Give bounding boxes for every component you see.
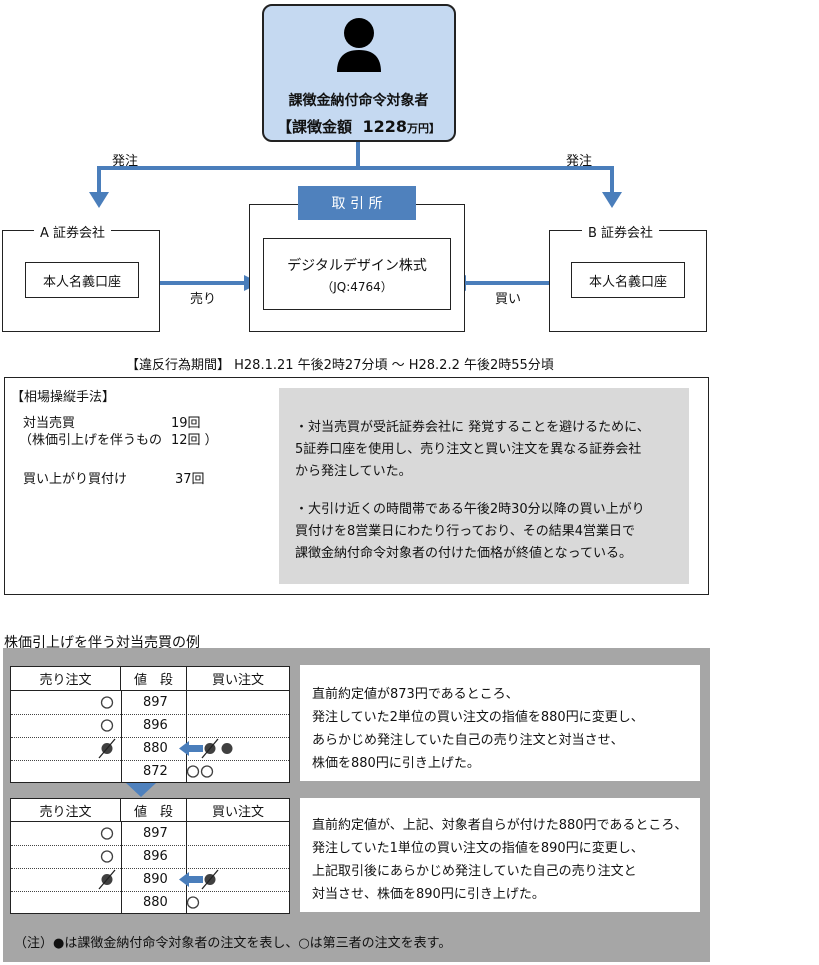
note-line: 課徴金納付命令対象者の付けた価格が終値となっている。	[295, 546, 632, 561]
method-label: 対当売買	[23, 416, 76, 431]
executed-slash-icon	[201, 869, 219, 890]
buy-label: 買い	[495, 292, 522, 307]
table-row	[11, 822, 289, 846]
price-cell: 890	[143, 872, 168, 887]
desc-line: 直前約定値が、上記、対象者自らが付けた880円であるところ、	[312, 818, 688, 833]
price-column	[121, 691, 187, 783]
broker-a-account: 本人名義口座	[25, 262, 139, 298]
note-line: ・大引け近くの時間帯である午後2時30分以降の買い上がり	[295, 502, 645, 517]
method-count: 19回	[171, 416, 201, 431]
executed-slash-icon	[98, 869, 116, 890]
third-party-order-icon	[100, 827, 114, 840]
desc-line: あらかじめ発注していた自己の売り注文と対当させ、	[312, 733, 624, 748]
third-party-order-icon	[200, 765, 214, 778]
board-2-description: 直前約定値が、上記、対象者自らが付けた880円であるところ、 発注していた1単位…	[300, 798, 700, 912]
note-line: 買付けを8営業日にわたり行っており、その結果4営業日で	[295, 524, 635, 539]
subject-amount: 【課徴金額 1228万円】	[277, 117, 440, 136]
table-row	[11, 868, 289, 892]
desc-line: 発注していた1単位の買い注文の指値を890円に変更し、	[312, 841, 644, 856]
order-marks	[98, 696, 233, 778]
price-cell: 872	[143, 764, 168, 779]
desc-line: 対当させ、株価を890円に引き上げた。	[312, 887, 545, 902]
method-label: （株価引上げを伴うもの	[19, 433, 163, 448]
order-marks	[98, 827, 219, 909]
third-party-order-icon	[186, 896, 200, 909]
broker-a-title: A 証券会社	[34, 222, 112, 241]
price-header: 値 段	[121, 799, 187, 822]
order-arrow-right-head	[602, 192, 622, 208]
price-column	[121, 822, 187, 913]
price-cell: 897	[143, 695, 168, 710]
third-party-order-icon	[186, 765, 200, 778]
price-header: 値 段	[121, 667, 187, 691]
order-board-2: 売り注文 値 段 買い注文 897 896 890 880	[10, 798, 290, 914]
subject-title: 課徴金納付命令対象者	[288, 93, 429, 109]
table-row	[11, 737, 289, 761]
executed-slash-icon	[201, 738, 219, 759]
broker-b-title: B 証券会社	[582, 222, 660, 241]
third-party-order-icon	[100, 696, 114, 709]
desc-line: 株価を880円に引き上げた。	[312, 756, 480, 771]
desc-line: 発注していた2単位の買い注文の指値を880円に変更し、	[312, 710, 644, 725]
down-triangle-icon	[126, 783, 156, 797]
price-cell: 896	[143, 849, 168, 864]
order-label-left: 発注	[112, 154, 139, 169]
table-row	[11, 714, 289, 738]
buy-header: 買い注文	[187, 799, 289, 822]
person-silhouette-icon	[337, 18, 381, 72]
method-count: 37回	[175, 472, 205, 487]
price-cell: 897	[143, 826, 168, 841]
subject-box: 課徴金納付命令対象者 【課徴金額 1228万円】	[262, 4, 456, 142]
note-line: 5証券口座を使用し、売り注文と買い注文を異なる証券会社	[295, 442, 642, 457]
methods-notes-panel: ・対当売買が受託証券会社に 発覚することを避けるために、 5証券口座を使用し、売…	[279, 388, 689, 584]
sell-header: 売り注文	[11, 667, 121, 691]
third-party-order-icon	[100, 719, 114, 732]
order-board-1: 売り注文 値 段 買い注文 897 896 880 872	[10, 666, 290, 783]
violation-period: 【違反行為期間】 H28.1.21 午後2時27分頃 ～ H28.2.2 午後2…	[126, 358, 554, 373]
sell-header: 売り注文	[11, 799, 121, 822]
price-change-arrow-icon	[179, 872, 203, 887]
methods-box: 【相場操縦手法】 対当売買 19回 （株価引上げを伴うもの 12回 ） 買い上が…	[4, 377, 709, 595]
order-branch-line	[97, 166, 614, 196]
order-arrow-left-head	[89, 192, 109, 208]
table-row	[11, 691, 289, 715]
company-code: （JQ:4764）	[321, 280, 393, 294]
method-label: 買い上がり買付け	[23, 472, 128, 487]
sell-label: 売り	[190, 292, 217, 307]
desc-line: 直前約定値が873円であるところ、	[312, 687, 519, 702]
order-label-right: 発注	[566, 154, 593, 169]
exchange-label: 取 引 所	[298, 186, 416, 220]
example-title: 株価引上げを伴う対当売買の例	[4, 635, 200, 651]
company-box: デジタルデザイン株式 （JQ:4764）	[263, 238, 451, 310]
board-1-description: 直前約定値が873円であるところ、 発注していた2単位の買い注文の指値を880円…	[300, 665, 700, 781]
methods-heading: 【相場操縦手法】	[11, 390, 116, 405]
price-cell: 896	[143, 718, 168, 733]
desc-line: 上記取引後にあらかじめ発注していた自己の売り注文と	[312, 864, 637, 879]
price-cell: 880	[143, 741, 168, 756]
subject-order-icon	[221, 743, 233, 754]
buy-header: 買い注文	[187, 667, 289, 691]
note-line: から発注していた。	[295, 464, 412, 479]
broker-b-account: 本人名義口座	[571, 262, 685, 298]
table-row	[11, 845, 289, 869]
executed-slash-icon	[98, 738, 116, 759]
price-change-arrow-icon	[179, 741, 203, 756]
legend-note: （注）●は課徴金納付命令対象者の注文を表し、○は第三者の注文を表す。	[14, 936, 452, 951]
company-name: デジタルデザイン株式	[287, 258, 427, 274]
note-line: ・対当売買が受託証券会社に 発覚することを避けるために、	[295, 420, 650, 435]
method-count: 12回 ）	[171, 433, 218, 448]
price-cell: 880	[143, 895, 168, 910]
third-party-order-icon	[100, 850, 114, 863]
